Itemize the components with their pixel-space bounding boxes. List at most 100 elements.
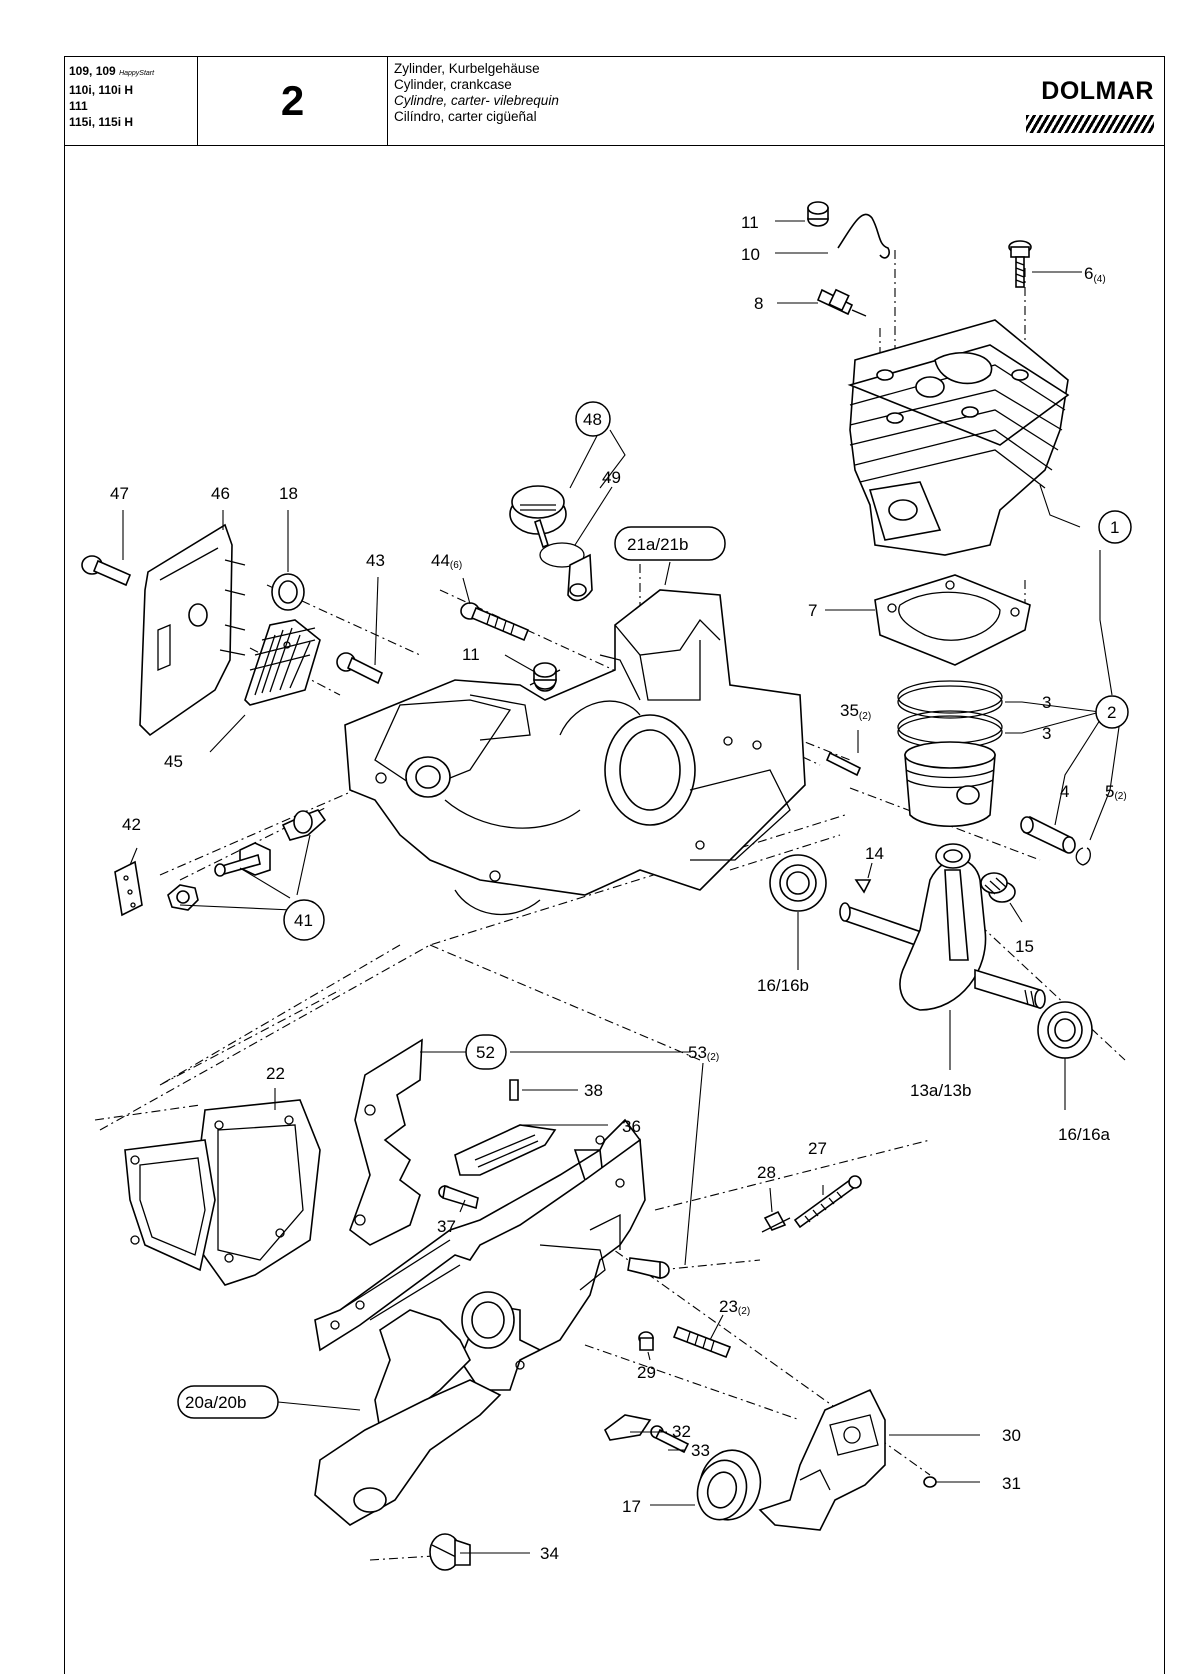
spark-plug-cap-11[interactable]: [807, 201, 829, 227]
label-3-upper: 3: [1042, 693, 1051, 712]
label-53-qty: (2): [707, 1052, 719, 1063]
cylinder-1[interactable]: [847, 319, 1070, 556]
label-14: 14: [865, 844, 884, 863]
label-49: 49: [602, 468, 621, 487]
cylinder-gasket-7[interactable]: [874, 574, 1031, 666]
title-fr: Cylindre, carter- vilebrequin: [394, 93, 559, 108]
plug-34[interactable]: [429, 1533, 471, 1571]
model-line-4: 115i, 115i H: [69, 115, 134, 129]
label-35-num: 35: [840, 701, 859, 720]
label-46: 46: [211, 484, 230, 503]
roll-pin-35[interactable]: [825, 751, 862, 777]
label-53-num: 53: [688, 1043, 707, 1062]
label-5-qty: (2): [1114, 791, 1126, 802]
decompression-valve-11[interactable]: [533, 662, 557, 690]
spark-plug-8[interactable]: [816, 288, 867, 317]
main-bearing-16a[interactable]: [1037, 1001, 1093, 1059]
label-52: 52: [476, 1043, 495, 1062]
model-109: 109, 109: [69, 64, 116, 78]
section-titles: Zylinder, Kurbelgehäuse Cylinder, crankc…: [388, 57, 988, 145]
callout-capsule-20: [177, 1385, 279, 1419]
brand-logo-text: DOLMAR: [1041, 77, 1154, 105]
title-de: Zylinder, Kurbelgehäuse: [394, 61, 540, 76]
brand-block: DOLMAR: [988, 57, 1164, 145]
callout-capsule-52: [465, 1034, 507, 1070]
lower-crankcase-20[interactable]: [314, 1118, 646, 1526]
needle-bearing-15[interactable]: [980, 872, 1016, 903]
chain-guard-30[interactable]: [758, 1388, 886, 1531]
lever-36[interactable]: [454, 1124, 557, 1176]
label-35: 35(2): [840, 701, 871, 722]
label-37: 37: [437, 1217, 456, 1236]
crankcase-screw-44[interactable]: [460, 602, 530, 642]
label-13: 13a/13b: [910, 1081, 971, 1100]
screw-31[interactable]: [923, 1476, 937, 1488]
wire-clip-10[interactable]: [837, 213, 890, 259]
gasket-22[interactable]: [199, 1099, 321, 1286]
label-30: 30: [1002, 1426, 1021, 1445]
callout-capsule-21: [614, 526, 726, 561]
circlip-5[interactable]: [1075, 847, 1091, 866]
label-10: 10: [741, 245, 760, 264]
oil-seal-18[interactable]: [271, 573, 305, 611]
bumper-spike-52[interactable]: [349, 1038, 423, 1246]
filter-45[interactable]: [244, 619, 321, 706]
label-29: 29: [637, 1363, 656, 1382]
brand-stripes-logo: [1026, 115, 1154, 133]
crankshaft-13[interactable]: [839, 843, 1046, 1011]
label-1: 1: [1110, 518, 1119, 537]
sheet-header: 109, 109 HappyStart 110i, 110i H 111 115…: [65, 57, 1164, 146]
label-28: 28: [757, 1163, 776, 1182]
screw-53[interactable]: [627, 1257, 670, 1280]
crankshaft-group: [769, 843, 1093, 1059]
label-34: 34: [540, 1544, 559, 1563]
label-7: 7: [808, 601, 817, 620]
title-es: Cilíndro, carter cigüeñal: [394, 109, 537, 124]
label-41: 41: [294, 911, 313, 930]
label-38: 38: [584, 1081, 603, 1100]
piston-rings-3[interactable]: [897, 680, 1003, 749]
gasket-42[interactable]: [114, 860, 143, 917]
vent-cap-48[interactable]: [509, 485, 567, 549]
piston-pin-4[interactable]: [1020, 815, 1076, 854]
bolt-47[interactable]: [81, 555, 132, 587]
label-35-qty: (2): [859, 711, 871, 722]
woodruff-key-14[interactable]: [854, 879, 872, 894]
leader-lines: [122, 220, 1121, 1554]
screw-43[interactable]: [336, 652, 384, 685]
label-18: 18: [279, 484, 298, 503]
nut-28[interactable]: [761, 1210, 791, 1233]
label-6-qty: (4): [1093, 274, 1105, 285]
upper-crankcase-21[interactable]: [344, 589, 806, 916]
sleeve-29[interactable]: [638, 1331, 654, 1351]
cover-plate-46[interactable]: [139, 523, 246, 737]
parts-sheet: 109, 109 HappyStart 110i, 110i H 111 115…: [64, 56, 1165, 1674]
callout-circle-1: [1098, 510, 1132, 544]
label-36: 36: [622, 1117, 641, 1136]
main-bearing-16b[interactable]: [769, 854, 827, 912]
gasket-22b[interactable]: [124, 1139, 216, 1272]
label-42: 42: [122, 815, 141, 834]
callout-circle-41: [283, 899, 325, 941]
pin-38[interactable]: [509, 1079, 519, 1101]
cylinder-screw-6[interactable]: [1008, 240, 1032, 288]
label-5-num: 5: [1105, 782, 1114, 801]
oil-pump-part-32[interactable]: [603, 1414, 652, 1441]
label-45: 45: [164, 752, 183, 771]
label-44: 44(6): [431, 551, 462, 571]
adjusting-screw-27[interactable]: [793, 1175, 862, 1229]
label-11-mid: 11: [462, 645, 480, 664]
pump-parts-41[interactable]: [167, 809, 327, 911]
vent-gasket-49[interactable]: [539, 542, 585, 568]
vent-valve-part[interactable]: [567, 553, 593, 602]
pin-37[interactable]: [438, 1184, 479, 1210]
label-23-num: 23: [719, 1297, 738, 1316]
stud-23[interactable]: [672, 1325, 732, 1359]
piston-2[interactable]: [904, 741, 996, 828]
label-22: 22: [266, 1064, 285, 1083]
oil-seal-17[interactable]: [691, 1443, 768, 1526]
label-47: 47: [110, 484, 129, 503]
label-48: 48: [583, 410, 602, 429]
label-23: 23(2): [719, 1297, 750, 1317]
